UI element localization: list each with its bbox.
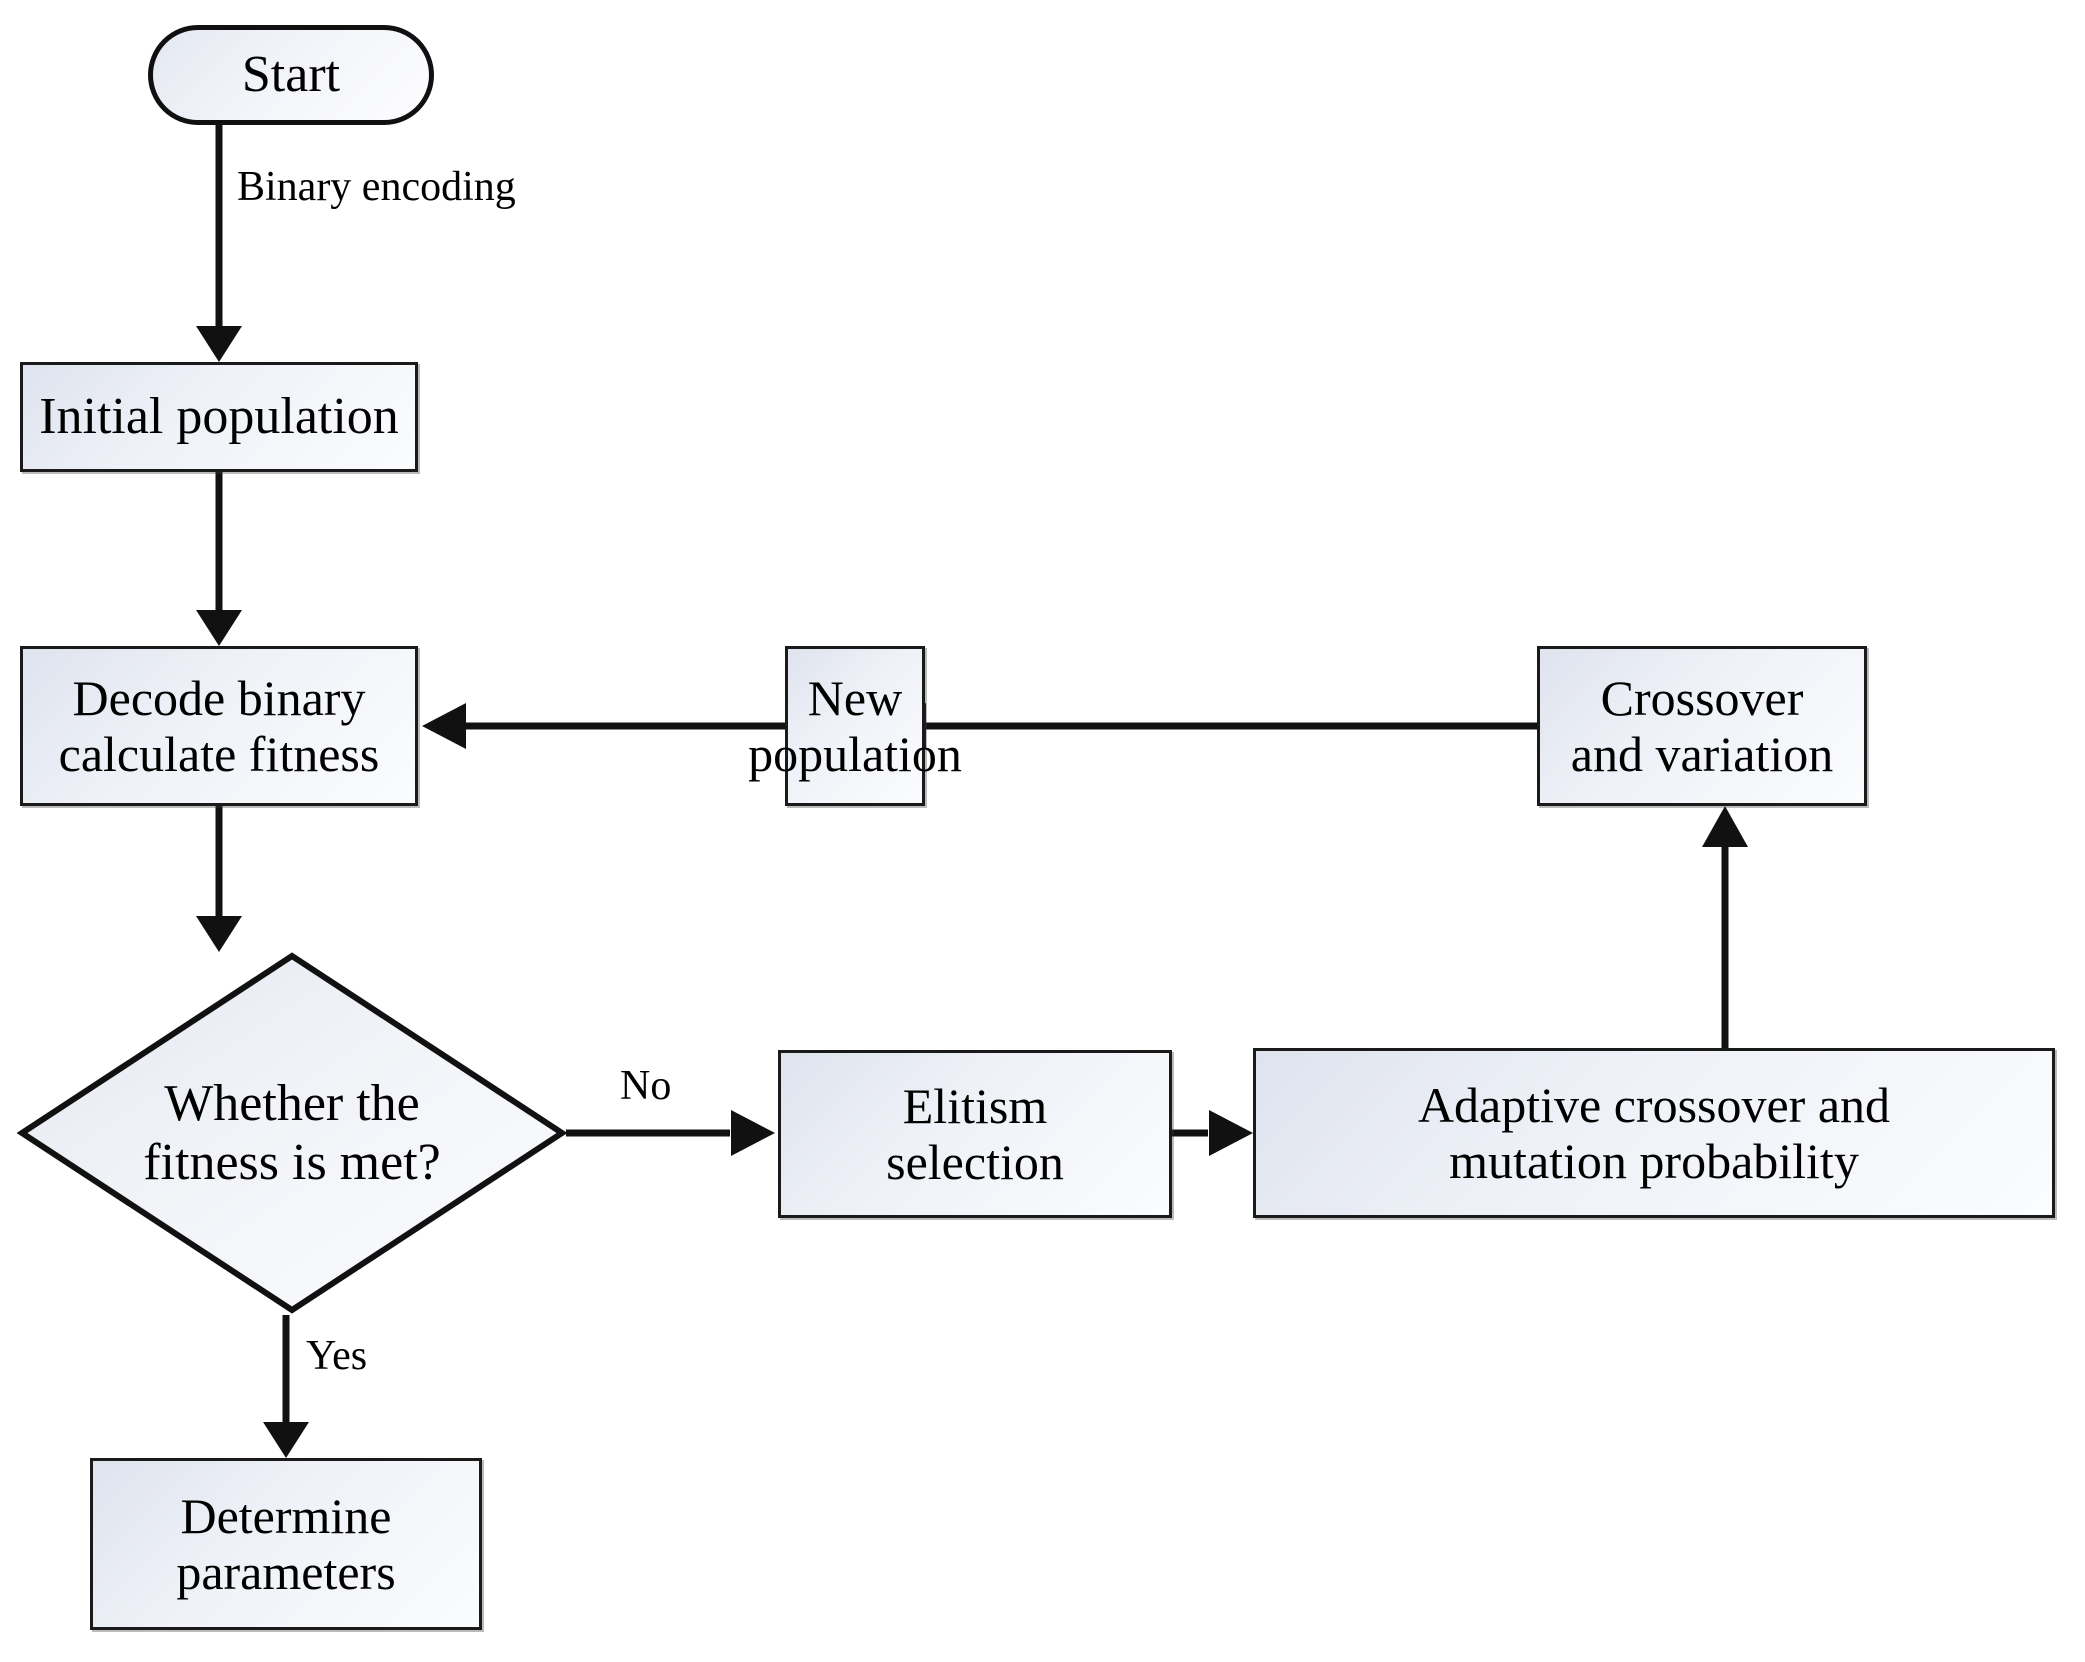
node-start[interactable]: Start (148, 25, 434, 125)
edge-start-to-initial-population (196, 125, 242, 362)
node-determine-parameters-line2: parameters (176, 1544, 396, 1600)
edge-crossover-to-new-population (882, 703, 1537, 749)
node-decode-fitness[interactable]: Decode binary calculate fitness (20, 646, 418, 806)
edge-initial-population-to-decode (196, 472, 242, 646)
node-elitism-selection-line2: selection (886, 1134, 1064, 1190)
edge-label-no: No (620, 1063, 672, 1109)
node-adaptive-probability-text: Adaptive crossover and mutation probabil… (1418, 1077, 1890, 1189)
node-determine-parameters-text: Determine parameters (176, 1488, 395, 1600)
edge-decision-to-determine-parameters (263, 1315, 309, 1458)
node-start-label: Start (241, 45, 341, 103)
node-fitness-decision-line1: Whether the (164, 1074, 420, 1132)
edge-label-yes: Yes (306, 1333, 368, 1379)
node-elitism-selection[interactable]: Elitism selection (778, 1050, 1172, 1218)
edge-adaptive-to-crossover (1702, 806, 1748, 1048)
node-initial-population-label: Initial population (39, 387, 399, 445)
node-adaptive-probability[interactable]: Adaptive crossover and mutation probabil… (1253, 1048, 2055, 1218)
node-crossover-variation[interactable]: Crossover and variation (1537, 646, 1867, 806)
node-new-population-line1: New (807, 670, 903, 726)
edge-label-binary-encoding: Binary encoding (237, 164, 516, 210)
node-determine-parameters[interactable]: Determine parameters (90, 1458, 482, 1630)
node-decode-fitness-line2: calculate fitness (58, 726, 380, 782)
node-new-population-text: New population (748, 670, 962, 782)
node-initial-population[interactable]: Initial population (20, 362, 418, 472)
node-decode-fitness-text: Decode binary calculate fitness (59, 670, 380, 782)
node-fitness-decision[interactable]: Whether the fitness is met? (16, 952, 568, 1314)
node-crossover-variation-line1: Crossover (1600, 670, 1804, 726)
node-fitness-decision-line2: fitness is met? (143, 1134, 441, 1191)
node-decode-fitness-line1: Decode binary (72, 670, 366, 726)
node-elitism-selection-text: Elitism selection (886, 1078, 1064, 1190)
edge-new-population-to-decode (422, 703, 785, 749)
edge-decision-to-elitism (566, 1110, 775, 1156)
node-crossover-variation-text: Crossover and variation (1571, 670, 1833, 782)
node-adaptive-probability-line1: Adaptive crossover and (1417, 1077, 1891, 1133)
node-new-population[interactable]: New population (748, 646, 962, 806)
node-fitness-decision-text: Whether the fitness is met? (18, 952, 566, 1314)
node-adaptive-probability-line2: mutation probability (1449, 1133, 1859, 1189)
edge-elitism-to-adaptive (1172, 1110, 1253, 1156)
node-elitism-selection-line1: Elitism (902, 1078, 1048, 1134)
node-crossover-variation-line2: and variation (1570, 726, 1834, 782)
node-determine-parameters-line1: Determine (180, 1488, 392, 1544)
edge-decode-to-decision (196, 806, 242, 952)
node-new-population-line2: population (748, 726, 962, 782)
